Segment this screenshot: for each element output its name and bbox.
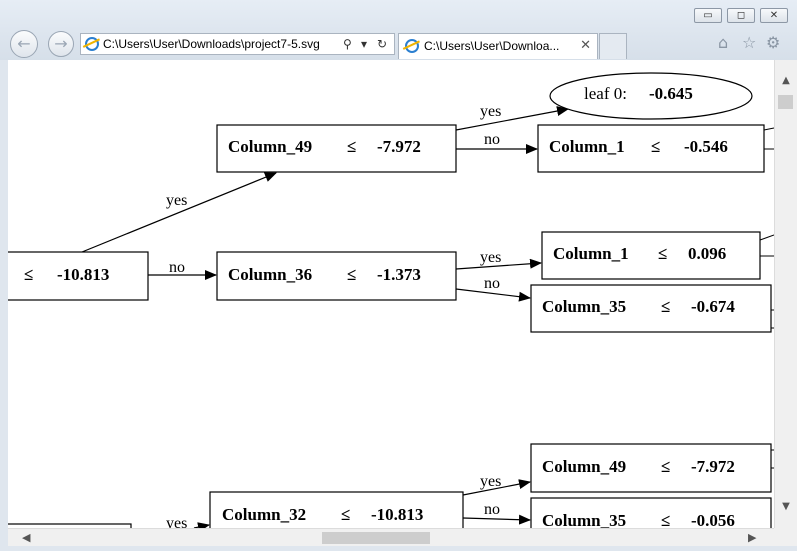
restore-button[interactable]: ◻ [727,8,755,23]
tree-node-column-35: Column_35 ≤ -0.674 [530,284,772,333]
window-frame-left [0,60,8,546]
close-icon: ✕ [769,10,779,21]
window-frame-bottom [0,546,797,551]
svg-document-view: yes no yes no yes no yes no yes ≤ -10.81… [8,60,774,528]
leq-symbol: ≤ [661,457,670,476]
horizontal-scroll-thumb[interactable] [322,532,430,544]
node-threshold: -1.373 [377,265,421,284]
node-threshold: -10.813 [57,265,109,284]
node-threshold: -0.056 [691,511,735,528]
edge-label-yes: yes [480,249,501,266]
tree-node-column-35b: Column_35 ≤ -0.056 [530,497,772,528]
close-window-button[interactable]: ✕ [760,8,788,23]
tab-active[interactable]: C:\Users\User\Downloa... ✕ [398,33,598,59]
edge-n2-n5 [455,288,531,302]
node-feature: Column_1 [553,244,629,263]
node-threshold: 0.096 [688,244,726,263]
leq-symbol: ≤ [651,137,660,156]
ie-tab-icon [405,39,419,53]
refresh-icon[interactable]: ↻ [377,37,388,51]
node-threshold: -7.972 [691,457,735,476]
edge-offscreen-n6 [193,522,210,528]
edge-root-n1 [81,172,277,253]
tree-node-column-49: Column_49 ≤ -7.972 [216,124,457,173]
edge-stub [763,127,774,131]
node-feature: Column_35 [542,297,626,316]
vertical-scroll-thumb[interactable] [778,95,793,109]
address-bar[interactable]: C:\Users\User\Downloads\project7-5.svg ⚲… [80,33,395,55]
scroll-right-icon[interactable]: ▶ [748,531,757,544]
leq-symbol: ≤ [347,137,356,156]
scrollbar-corner [774,528,797,546]
edge-n6-n7 [462,479,531,496]
dropdown-icon[interactable]: ▾ [361,37,368,51]
leaf-label: leaf 0: [584,84,627,103]
node-threshold: -0.674 [691,297,735,316]
node-feature: Column_36 [228,265,312,284]
node-feature: Column_49 [228,137,312,156]
edge-label-no: no [484,501,500,518]
leq-symbol: ≤ [658,244,667,263]
node-threshold: -7.972 [377,137,421,156]
search-icon[interactable]: ⚲ [343,37,352,51]
forward-arrow-icon: → [54,34,68,53]
node-feature: Column_32 [222,505,306,524]
node-feature: Column_49 [542,457,626,476]
edge-label-no: no [484,131,500,148]
scroll-up-icon[interactable]: ▲ [782,75,790,86]
edge-label-no: no [169,259,185,276]
minimize-button[interactable]: ▭ [694,8,722,23]
tab-title: C:\Users\User\Downloa... [424,39,560,53]
horizontal-scrollbar[interactable]: ◀ ▶ [8,528,774,546]
minimize-icon: ▭ [703,10,713,21]
edge-label-no: no [484,275,500,292]
leaf-value: -0.645 [649,84,693,103]
scroll-down-icon[interactable]: ▼ [782,501,790,512]
leq-symbol: ≤ [341,505,350,524]
ie-page-icon [85,37,99,51]
new-tab-button[interactable] [599,33,627,59]
settings-gear-icon[interactable]: ⚙ [766,33,781,52]
tree-node-column-1b: Column_1 ≤ 0.096 [541,231,761,280]
edge-label-yes: yes [480,473,501,490]
scroll-left-icon[interactable]: ◀ [22,531,31,544]
tree-node-column-1: Column_1 ≤ -0.546 [537,124,765,173]
edge-n2-n4 [455,258,542,270]
vertical-scrollbar[interactable]: ▲ ▼ [774,60,797,528]
forward-button[interactable]: → [48,31,74,57]
edge-stub [759,234,774,241]
edge-label-yes: yes [166,192,187,209]
back-arrow-icon: ← [17,34,31,53]
node-feature: Column_35 [542,511,626,528]
close-tab-icon[interactable]: ✕ [580,38,591,53]
home-icon[interactable]: ⌂ [718,33,729,52]
leq-symbol: ≤ [661,511,670,528]
tree-node-partial [8,523,132,528]
leq-symbol: ≤ [24,265,33,284]
edge-n1-leaf [455,106,569,131]
node-threshold: -0.546 [684,137,728,156]
decision-tree-graph: yes no yes no yes no yes no yes ≤ -10.81… [8,72,774,528]
leq-symbol: ≤ [347,265,356,284]
edge-n6-n8 [462,514,531,525]
restore-icon: ◻ [736,10,746,21]
node-feature: Column_1 [549,137,625,156]
tree-node-column-49b: Column_49 ≤ -7.972 [530,443,772,493]
tree-node-column-32: Column_32 ≤ -10.813 [209,491,464,528]
tree-node-root: ≤ -10.813 [8,251,149,301]
edge-label-yes: yes [480,103,501,120]
favorites-star-icon[interactable]: ☆ [742,33,757,52]
edge-label-yes: yes [166,515,187,528]
back-button[interactable]: ← [10,30,38,58]
address-url: C:\Users\User\Downloads\project7-5.svg [103,37,320,51]
node-threshold: -10.813 [371,505,423,524]
tree-node-column-36: Column_36 ≤ -1.373 [216,251,457,301]
leq-symbol: ≤ [661,297,670,316]
tree-leaf-0: leaf 0: -0.645 [549,72,753,120]
